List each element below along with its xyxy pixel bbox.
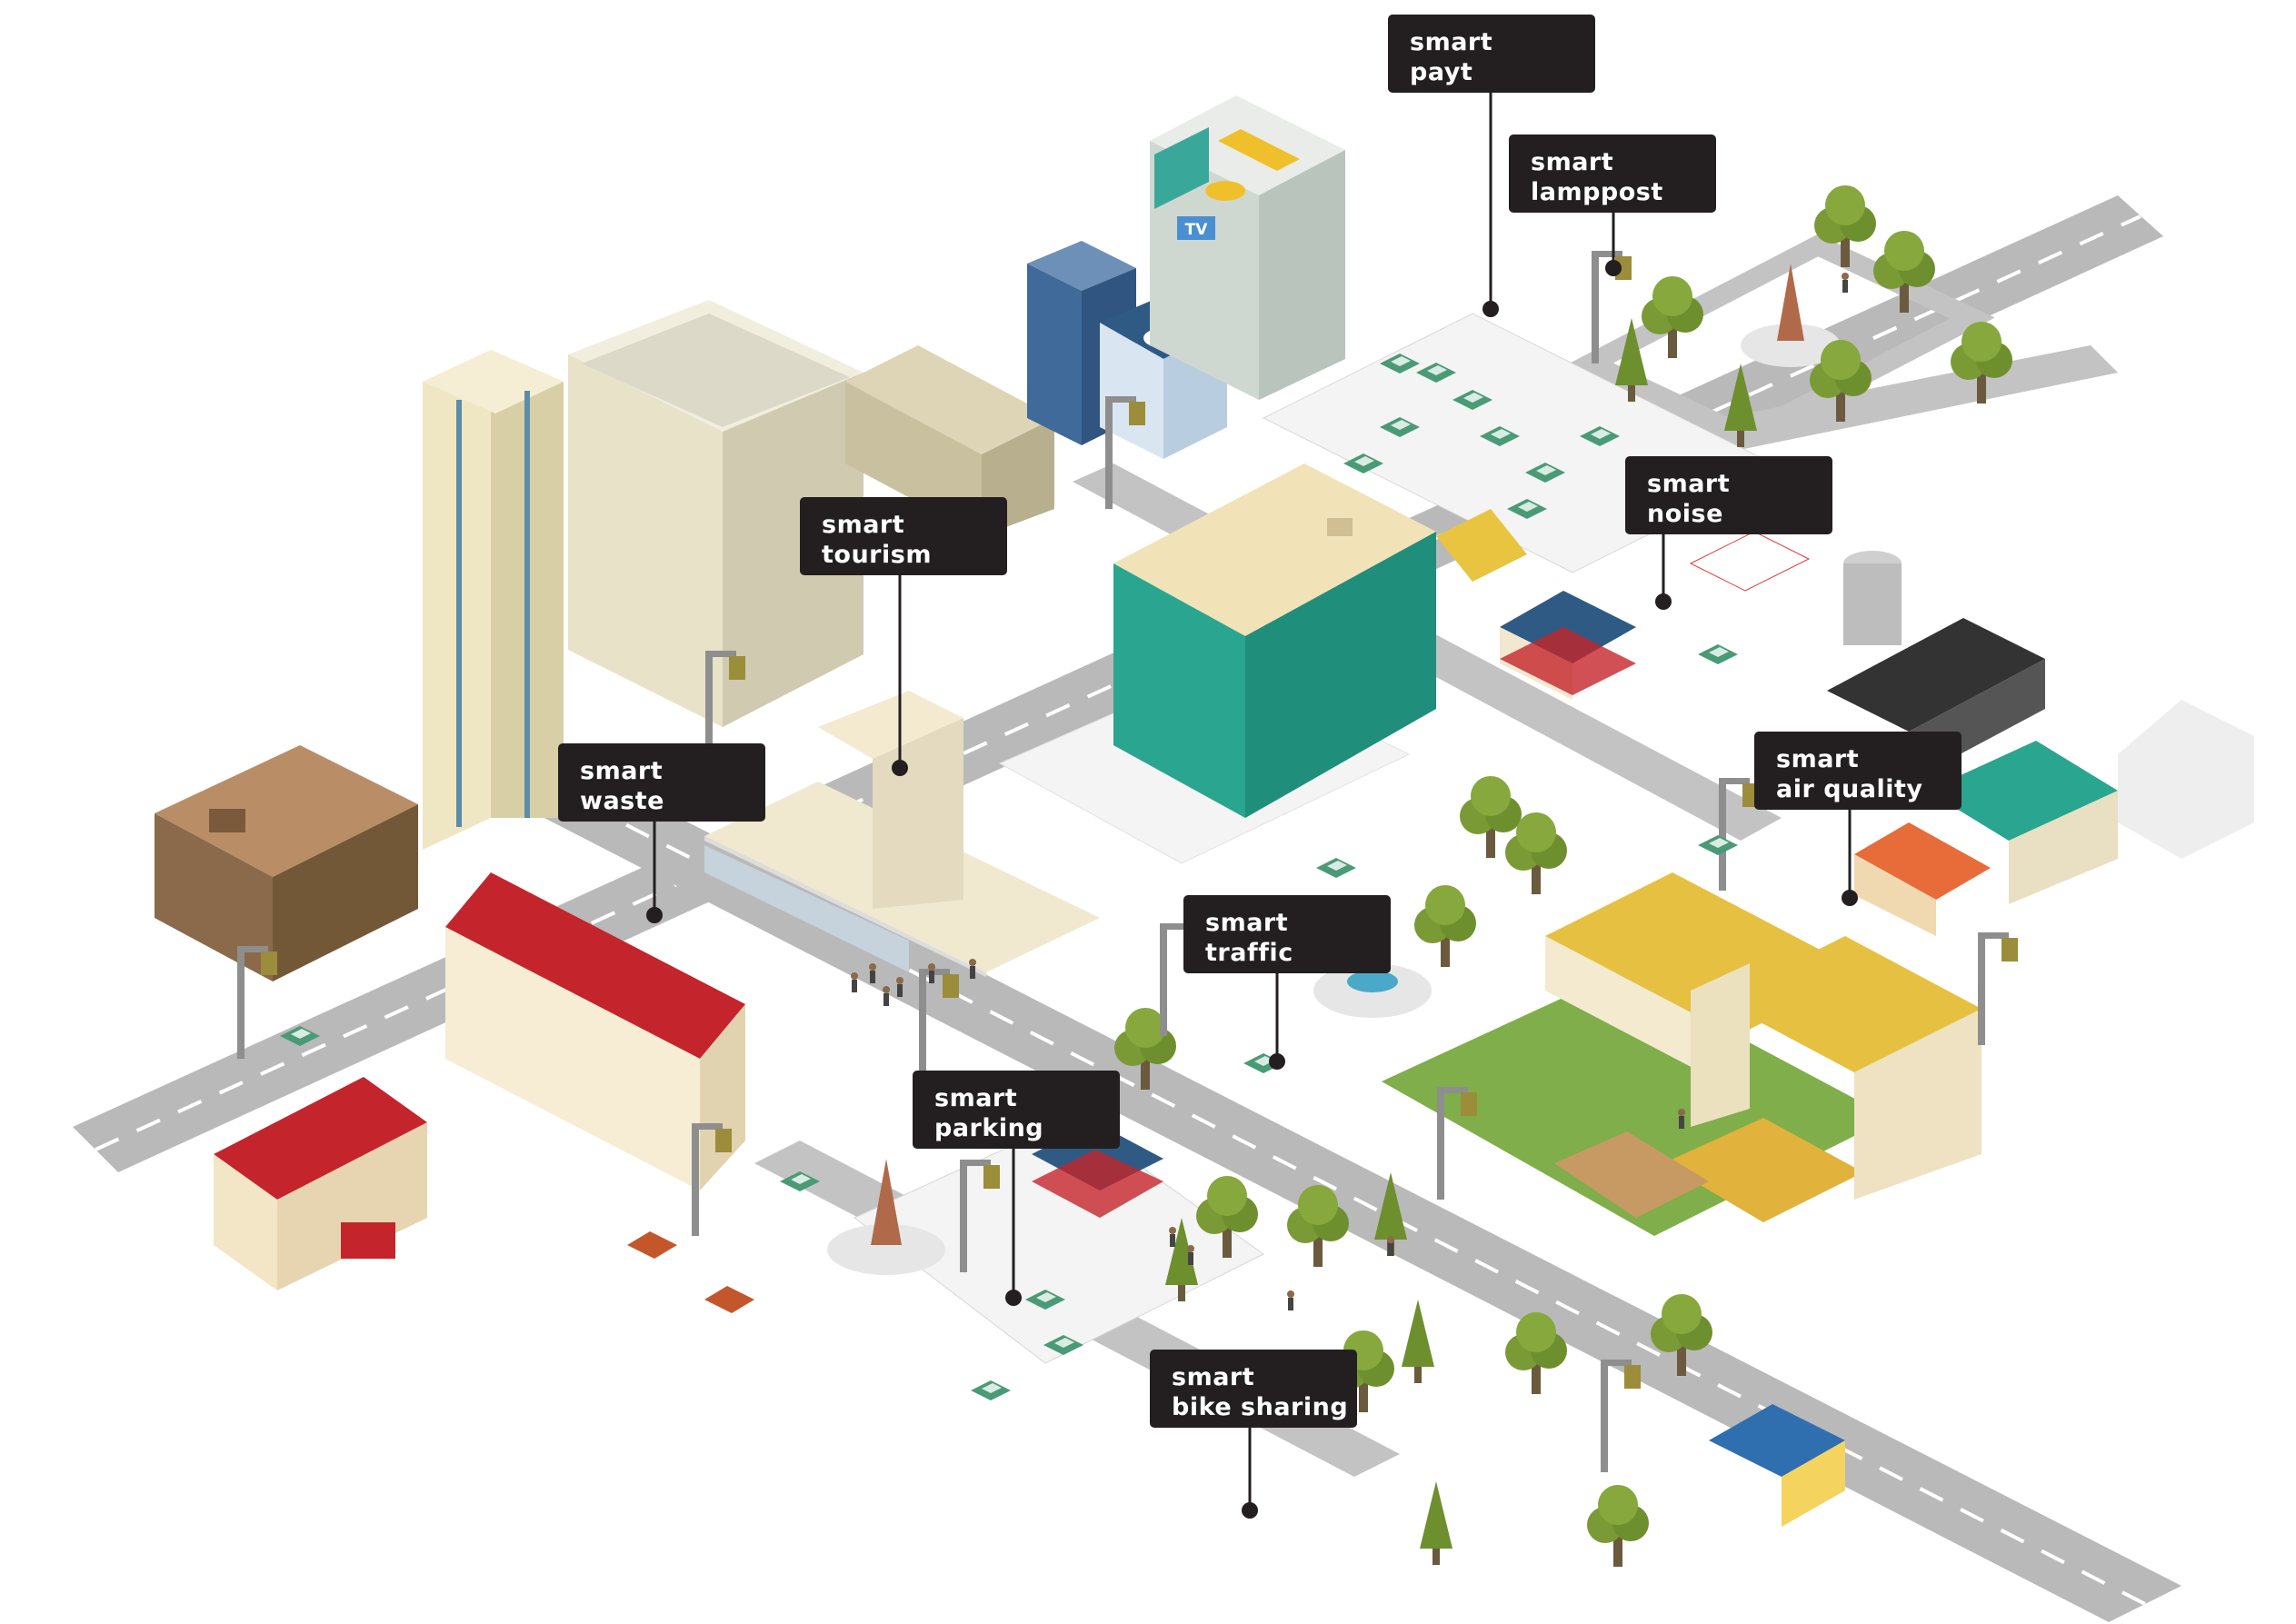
callout-line-1: smart — [1205, 909, 1289, 937]
callout-leaders — [653, 82, 1852, 1509]
callout-smart-waste: smart waste — [558, 743, 765, 822]
callout-smart-lamppost: smart lamppost — [1509, 135, 1716, 213]
callout-line-2: air quality — [1776, 775, 1923, 803]
callout-smart-bike-sharing: smart bike sharing — [1150, 1350, 1357, 1428]
callout-line-2: parking — [934, 1114, 1044, 1142]
callout-smart-air-quality: smart air quality — [1754, 732, 1962, 810]
monument-plaza — [1741, 324, 1841, 367]
callout-smart-payt: smart payt — [1388, 15, 1595, 93]
parks — [827, 264, 1891, 1275]
callout-line-1: smart — [934, 1084, 1018, 1112]
callout-line-2: tourism — [822, 541, 932, 569]
fire-station — [214, 1077, 427, 1290]
town-house — [445, 872, 745, 1191]
callout-line-1: smart — [1172, 1363, 1255, 1391]
tv-sign: TV — [1185, 221, 1209, 239]
callout-line-2: bike sharing — [1172, 1393, 1349, 1421]
school — [1545, 872, 1982, 1200]
residential-tower — [423, 350, 564, 850]
callout-smart-traffic: smart traffic — [1183, 895, 1391, 973]
callout-line-1: smart — [1776, 745, 1860, 773]
apartment-block — [568, 300, 863, 727]
sports-court — [1663, 1118, 1863, 1222]
callout-line-1: smart — [822, 511, 905, 539]
callout-smart-parking: smart parking — [913, 1071, 1120, 1149]
callout-line-2: noise — [1647, 500, 1723, 528]
callout-line-2: payt — [1410, 58, 1473, 86]
tv-tower: TV — [1150, 95, 1345, 400]
callout-line-1: smart — [1647, 470, 1731, 498]
playground-sand — [1554, 1131, 1709, 1218]
callout-line-1: smart — [1531, 148, 1614, 176]
obelisk-plaza — [827, 1224, 945, 1275]
callout-line-2: traffic — [1205, 939, 1293, 967]
glass-office — [1113, 463, 1436, 818]
callout-dots — [646, 260, 1858, 1519]
callout-line-1: smart — [580, 757, 664, 785]
warehouses — [1854, 700, 2254, 936]
callout-smart-tourism: smart tourism — [800, 497, 1007, 575]
callout-smart-noise: smart noise — [1625, 456, 1832, 534]
callout-line-1: smart — [1410, 28, 1493, 56]
callout-line-2: lamppost — [1531, 178, 1663, 206]
brown-office — [155, 745, 418, 981]
callout-line-2: waste — [580, 787, 664, 815]
park-ring-road — [1568, 234, 1995, 448]
